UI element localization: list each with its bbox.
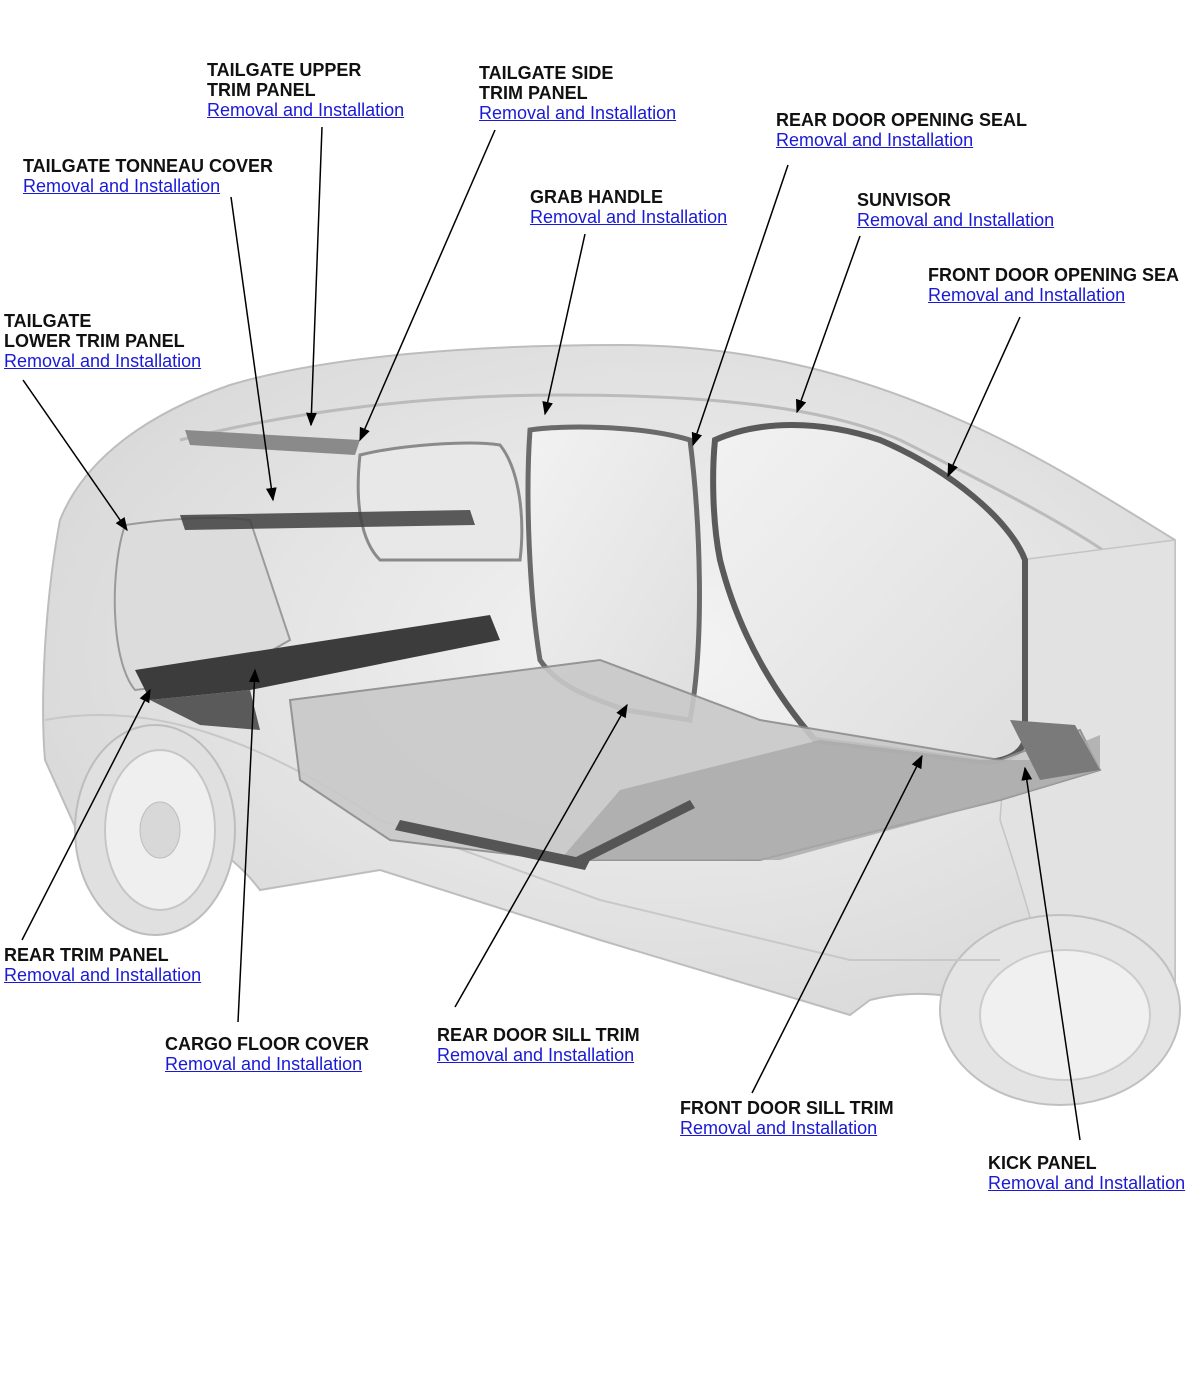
callout-rear-door-opening-seal: REAR DOOR OPENING SEAL Removal and Insta… bbox=[776, 110, 1027, 152]
cargo-area bbox=[113, 430, 500, 730]
callout-title: FRONT DOOR SILL TRIM bbox=[680, 1098, 894, 1118]
callout-tailgate-tonneau-cover: TAILGATE TONNEAU COVER Removal and Insta… bbox=[23, 156, 273, 198]
leader-front-door-seal bbox=[947, 316, 1021, 478]
leader-front-sill bbox=[751, 754, 923, 1094]
removal-installation-link[interactable]: Removal and Installation bbox=[988, 1173, 1186, 1193]
callout-cargo-floor-cover: CARGO FLOOR COVER Removal and Installati… bbox=[165, 1034, 369, 1076]
removal-installation-link[interactable]: Removal and Installation bbox=[530, 207, 728, 227]
callout-front-door-opening-seal: FRONT DOOR OPENING SEA Removal and Insta… bbox=[928, 265, 1179, 307]
leader-lines bbox=[21, 126, 1081, 1141]
removal-installation-link[interactable]: Removal and Installation bbox=[4, 351, 202, 371]
removal-installation-link[interactable]: Removal and Installation bbox=[857, 210, 1055, 230]
leader-tailgate-lower bbox=[22, 379, 128, 532]
callout-title: TAILGATE UPPER bbox=[207, 60, 362, 80]
callout-title: REAR DOOR OPENING SEAL bbox=[776, 110, 1028, 130]
removal-installation-link[interactable]: Removal and Installation bbox=[479, 103, 677, 123]
callout-title: LOWER TRIM PANEL bbox=[4, 331, 185, 351]
callout-tailgate-upper-trim-panel: TAILGATE UPPER TRIM PANEL Removal and In… bbox=[207, 60, 404, 122]
floor-trims bbox=[288, 658, 1102, 870]
leader-rear-door-seal bbox=[691, 164, 789, 447]
callout-front-door-sill-trim: FRONT DOOR SILL TRIM Removal and Install… bbox=[680, 1098, 894, 1140]
callout-title: KICK PANEL bbox=[988, 1153, 1097, 1173]
callout-rear-trim-panel: REAR TRIM PANEL Removal and Installation bbox=[4, 945, 201, 987]
leader-kick-panel bbox=[1021, 766, 1081, 1141]
removal-installation-link[interactable]: Removal and Installation bbox=[165, 1054, 363, 1074]
callout-sunvisor: SUNVISOR Removal and Installation bbox=[857, 190, 1054, 232]
callout-title: FRONT DOOR OPENING SEA bbox=[928, 265, 1180, 285]
callout-title: TAILGATE SIDE bbox=[479, 63, 614, 83]
callout-title: TAILGATE bbox=[4, 311, 92, 331]
callout-rear-door-sill-trim: REAR DOOR SILL TRIM Removal and Installa… bbox=[437, 1025, 640, 1067]
callout-title: TRIM PANEL bbox=[207, 80, 316, 100]
leader-tailgate-side bbox=[359, 129, 496, 442]
removal-installation-link[interactable]: Removal and Installation bbox=[23, 176, 221, 196]
callout-tailgate-side-trim-panel: TAILGATE SIDE TRIM PANEL Removal and Ins… bbox=[479, 63, 676, 125]
leader-rear-sill bbox=[454, 703, 628, 1008]
leader-sunvisor bbox=[796, 235, 861, 414]
callout-tailgate-lower-trim-panel: TAILGATE LOWER TRIM PANEL Removal and In… bbox=[4, 311, 201, 373]
leader-tailgate-upper bbox=[306, 126, 323, 427]
callout-title: REAR TRIM PANEL bbox=[4, 945, 169, 965]
callout-title: GRAB HANDLE bbox=[530, 187, 663, 207]
leader-cargo-floor bbox=[237, 668, 260, 1023]
leader-grab-handle bbox=[542, 233, 586, 416]
callout-grab-handle: GRAB HANDLE Removal and Installation bbox=[530, 187, 727, 229]
removal-installation-link[interactable]: Removal and Installation bbox=[4, 965, 202, 985]
callout-kick-panel: KICK PANEL Removal and Installation bbox=[988, 1153, 1185, 1195]
callout-title: TAILGATE TONNEAU COVER bbox=[23, 156, 274, 176]
leader-rear-trim bbox=[21, 688, 151, 941]
removal-installation-link[interactable]: Removal and Installation bbox=[207, 100, 405, 120]
leader-tonneau bbox=[230, 196, 277, 502]
callout-title: REAR DOOR SILL TRIM bbox=[437, 1025, 640, 1045]
removal-installation-link[interactable]: Removal and Installation bbox=[680, 1118, 878, 1138]
callout-title: TRIM PANEL bbox=[479, 83, 588, 103]
callout-title: SUNVISOR bbox=[857, 190, 952, 210]
removal-installation-link[interactable]: Removal and Installation bbox=[776, 130, 974, 150]
removal-installation-link[interactable]: Removal and Installation bbox=[437, 1045, 635, 1065]
removal-installation-link[interactable]: Removal and Installation bbox=[928, 285, 1126, 305]
callout-title: CARGO FLOOR COVER bbox=[165, 1034, 370, 1054]
